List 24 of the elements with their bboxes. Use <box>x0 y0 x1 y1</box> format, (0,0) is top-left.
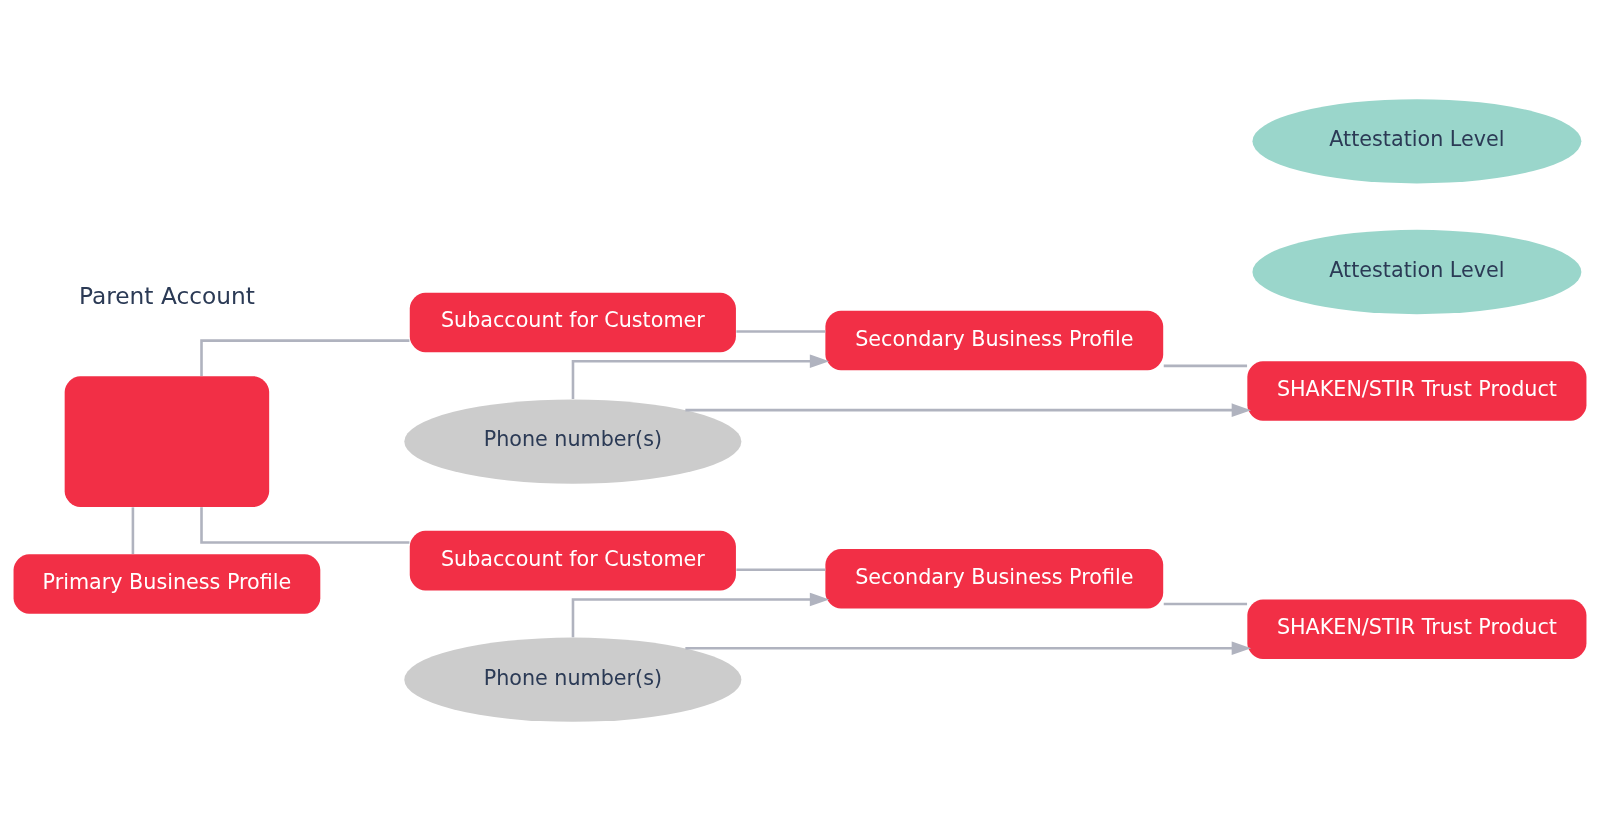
node-box: Subaccount for Customer <box>409 292 736 352</box>
arrow <box>685 402 1252 417</box>
node-box: Primary Business Profile <box>13 553 321 614</box>
node-label: Parent Account <box>78 281 255 309</box>
node-ellipse: Phone number(s) <box>404 398 742 484</box>
connector <box>736 329 826 333</box>
node-box: SHAKEN/STIR Trust Product <box>1247 598 1587 659</box>
arrow <box>685 641 1252 655</box>
node-box: SHAKEN/STIR Trust Product <box>1247 360 1587 421</box>
node-ellipse: Phone number(s) <box>404 637 742 722</box>
connector <box>1163 602 1248 605</box>
connector <box>131 506 135 554</box>
node-box: Secondary Business Profile <box>825 548 1164 609</box>
connector <box>200 338 410 376</box>
arrow <box>571 592 830 637</box>
connector <box>1163 364 1248 367</box>
node-box <box>64 375 270 507</box>
connector <box>200 506 410 544</box>
node-ellipse: Attestation Level <box>1252 98 1582 183</box>
node-box: Secondary Business Profile <box>825 310 1164 370</box>
arrow <box>571 354 830 399</box>
connector <box>736 567 826 571</box>
node-box: Subaccount for Customer <box>409 530 736 590</box>
node-ellipse: Attestation Level <box>1252 229 1582 314</box>
